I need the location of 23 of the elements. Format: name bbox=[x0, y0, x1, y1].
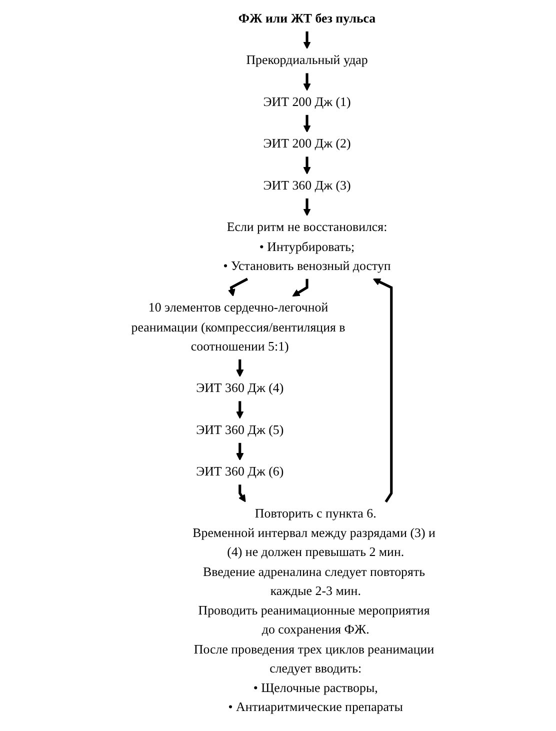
step-text: Прекордиальный удар bbox=[246, 54, 368, 68]
arrow bbox=[303, 73, 312, 91]
step-text: Если ритм не восстановился: • Интурбировать; • Установить венозный доступ bbox=[223, 220, 392, 274]
arrow bbox=[303, 156, 312, 174]
arrow bbox=[373, 278, 393, 503]
arrow bbox=[236, 359, 244, 377]
arrow bbox=[303, 114, 312, 132]
arrow bbox=[236, 401, 244, 419]
arrow bbox=[303, 198, 312, 216]
step-text: 10 элементов сердечно-легочной реанимации (компрессия/вентиляция в соотношении 5:1) bbox=[132, 301, 346, 354]
arrow bbox=[236, 442, 244, 460]
arrow bbox=[292, 278, 309, 296]
step-text: ЭИТ 360 Дж (5) bbox=[196, 424, 284, 438]
step-text: ЭИТ 200 Дж (1) bbox=[263, 96, 352, 110]
start-text: ФЖ или ЖТ без пульса bbox=[238, 12, 376, 26]
arrow bbox=[303, 31, 312, 49]
step-text: ЭИТ 360 Дж (3) bbox=[263, 179, 352, 193]
instruction-text: Повторить с пункта 6. Временной интервал между разрядами (3) и (4) не должен превышать 2 мин. Введение адреналина следует повторять каждые 2-3 мин. Проводить реанимационные мероприятия до сохранения ФЖ. После проведения трех циклов реанимации следует вводить: • Щелочные растворы, • Антиаритмические препараты bbox=[192, 507, 436, 714]
step-text: ЭИТ 200 Дж (2) bbox=[263, 137, 352, 152]
step-text: ЭИТ 360 Дж (4) bbox=[196, 382, 284, 396]
arrow bbox=[228, 278, 248, 296]
step-text: ЭИТ 360 Дж (6) bbox=[196, 465, 284, 480]
arrow bbox=[238, 484, 246, 502]
